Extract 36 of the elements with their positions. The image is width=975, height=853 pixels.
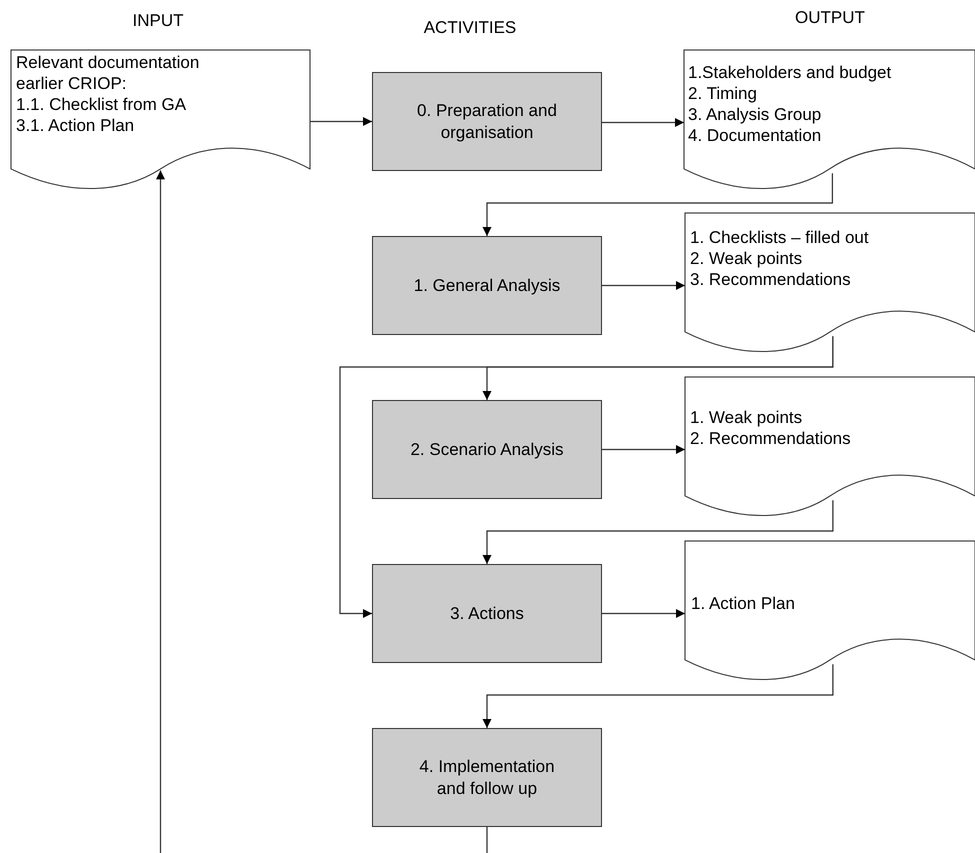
document-text: 2. Weak points: [690, 248, 802, 269]
process-label: 4. Implementation and follow up: [418, 756, 556, 800]
process-label: 0. Preparation and organisation: [416, 100, 558, 144]
arrow: [602, 118, 684, 127]
arrow: [602, 281, 685, 290]
column-heading: INPUT: [132, 10, 184, 32]
arrow: [482, 500, 834, 564]
column-heading: ACTIVITIES: [422, 17, 518, 39]
document-text: 3. Recommendations: [690, 269, 851, 290]
document-text: 1. Weak points: [690, 407, 802, 428]
column-heading: OUTPUT: [794, 7, 866, 29]
arrow: [482, 173, 833, 236]
process-box: [372, 564, 602, 663]
document-text: 1. Action Plan: [691, 593, 795, 614]
process-label: 3. Actions: [449, 602, 525, 624]
document-text: 3.1. Action Plan: [16, 115, 134, 136]
arrow: [482, 664, 834, 728]
process-label: 2. Scenario Analysis: [409, 438, 565, 460]
arrow: [156, 170, 165, 853]
process-box: [372, 400, 602, 499]
document-text: Relevant documentation earlier CRIOP:: [16, 52, 200, 94]
process-label: 1. General Analysis: [412, 274, 562, 296]
document-text: 2. Timing: [688, 83, 757, 104]
arrow: [339, 336, 834, 618]
document-text: 3. Analysis Group: [688, 104, 822, 125]
process-box: [372, 236, 602, 335]
arrow: [602, 445, 685, 454]
document-text: 4. Documentation: [688, 125, 822, 146]
arrow: [602, 609, 685, 618]
document-text: 1.Stakeholders and budget: [688, 62, 892, 83]
document-text: 2. Recommendations: [690, 428, 851, 449]
document-text: 1.1. Checklist from GA: [16, 94, 186, 115]
document-text: 1. Checklists – filled out: [690, 227, 869, 248]
arrow: [310, 117, 372, 126]
process-box: [372, 72, 602, 171]
process-box: [372, 728, 602, 827]
